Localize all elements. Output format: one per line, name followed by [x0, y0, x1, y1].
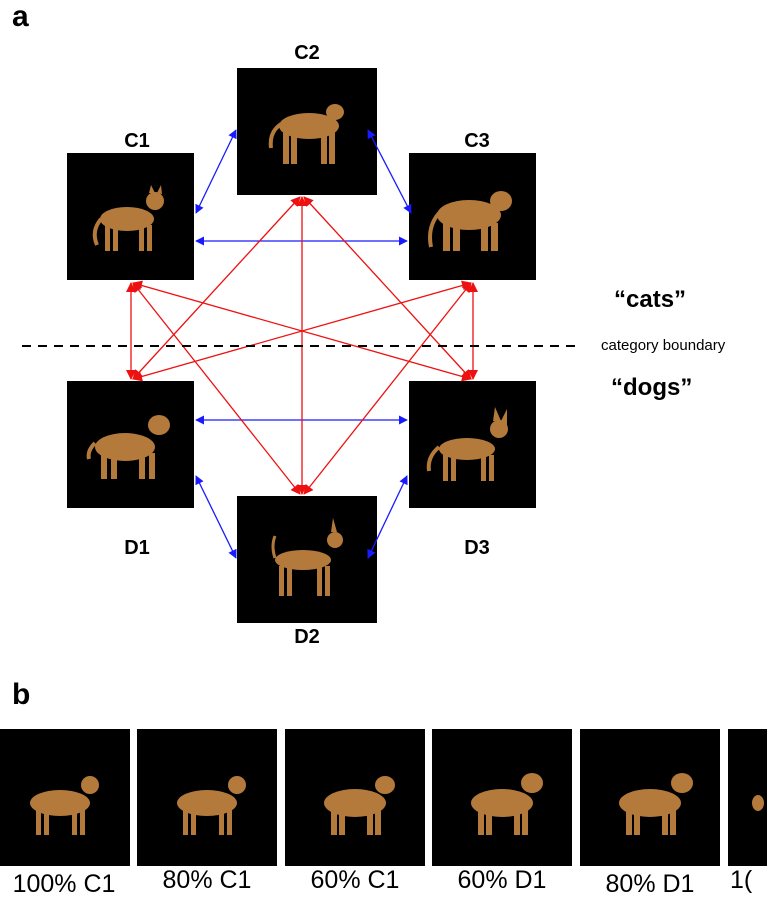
dog-figure-icon: [619, 773, 693, 835]
cat-figure-icon: [268, 104, 344, 164]
morph-label-3: 60% C1: [310, 866, 400, 894]
node-label-d2: D2: [294, 626, 320, 648]
image-c2: [237, 68, 377, 195]
panel-label-b: b: [12, 678, 31, 711]
morph-image-1: [0, 729, 130, 866]
link-d3-d2: [367, 475, 408, 559]
cat-figure-icon: [324, 776, 395, 835]
image-d2: [237, 496, 377, 623]
link-c1-d2: [132, 282, 301, 495]
between-category-links: [126, 196, 478, 495]
link-c1-c2: [195, 129, 237, 214]
morph-image-5: [580, 729, 720, 866]
link-c2-c3: [367, 129, 412, 214]
within-category-links: [195, 129, 412, 559]
panel-label-a: a: [12, 0, 29, 33]
link-d1-d2: [195, 475, 237, 559]
morph-image-3: [285, 729, 425, 866]
cat-figure-icon: [177, 776, 246, 835]
cat-figure-icon: [30, 776, 99, 835]
dog-figure-icon: [471, 773, 543, 835]
morph-label-6: 1(: [730, 866, 753, 894]
dog-figure-icon: [271, 518, 343, 596]
node-label-c1: C1: [124, 130, 150, 152]
morph-image-4: [432, 729, 572, 866]
morph-label-5: 80% D1: [605, 870, 695, 898]
morph-label-4: 60% D1: [457, 866, 547, 894]
link-c2-d1: [132, 196, 301, 380]
node-label-d1: D1: [124, 537, 150, 559]
node-label-c2: C2: [294, 42, 320, 64]
cats-label: “cats”: [614, 286, 687, 313]
category-boundary-label: category boundary: [601, 337, 726, 354]
morph-label-1: 100% C1: [12, 870, 116, 898]
morph-label-2: 80% C1: [162, 866, 252, 894]
node-label-c3: C3: [464, 130, 490, 152]
morph-image-6: [728, 729, 767, 866]
link-c2-d3: [303, 196, 472, 380]
node-label-d3: D3: [464, 537, 490, 559]
dog-figure-icon: [752, 795, 764, 811]
dogs-label: “dogs”: [611, 374, 693, 401]
link-c3-d2: [303, 282, 472, 495]
morph-image-2: [137, 729, 277, 866]
